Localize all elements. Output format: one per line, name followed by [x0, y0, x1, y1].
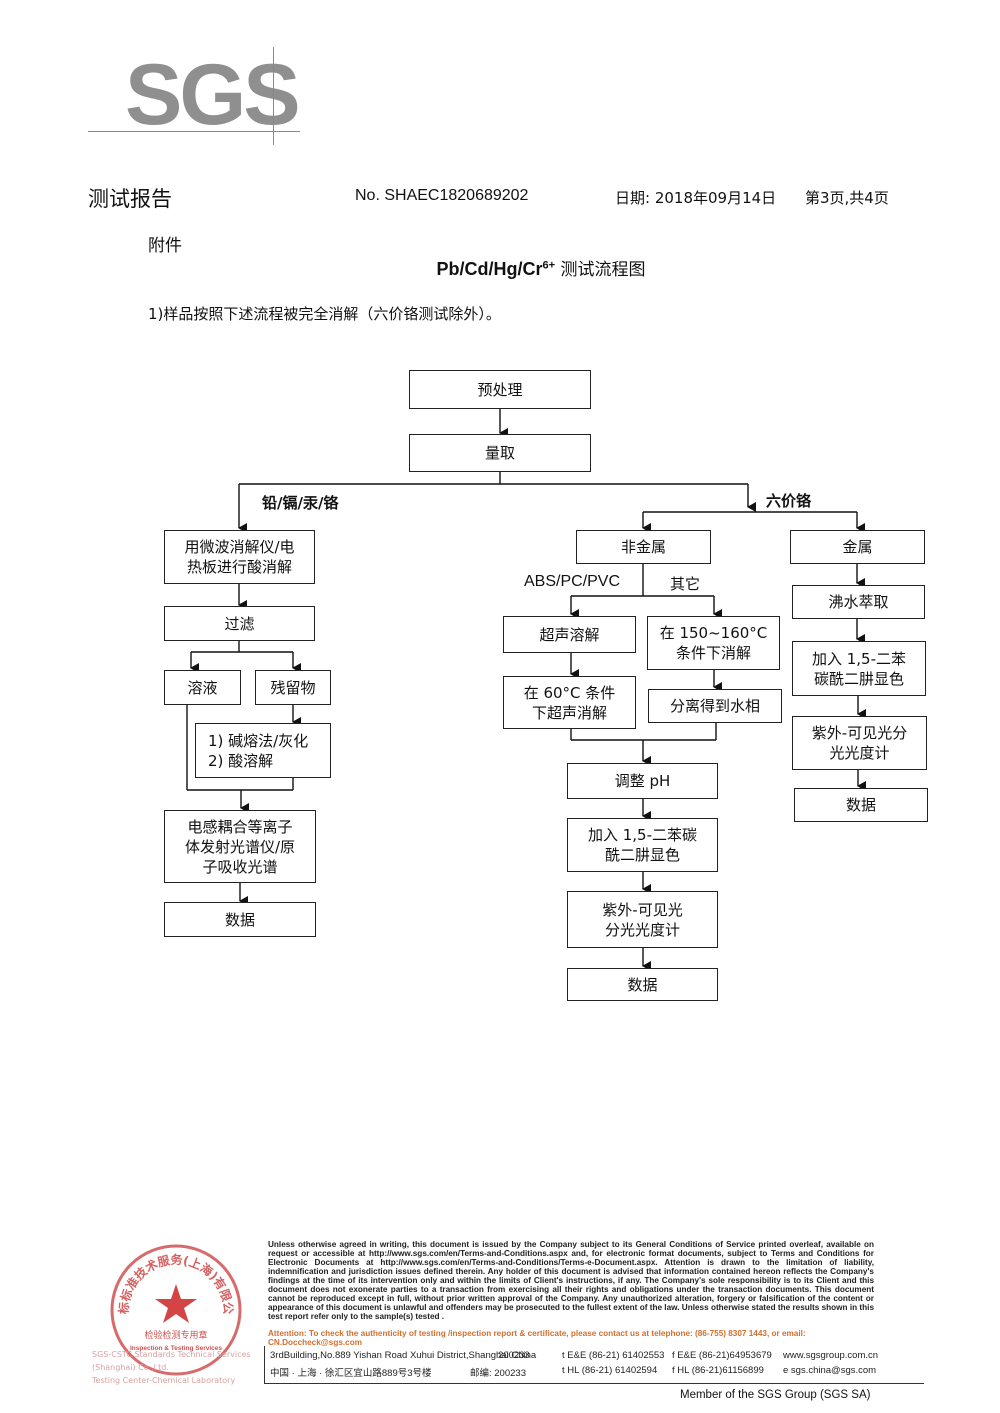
phone-hl: t HL (86-21) 61402594 — [562, 1365, 658, 1376]
title-chemicals: Pb/Cd/Hg/Cr — [436, 259, 543, 279]
page-indicator: 第3页,共4页 — [805, 189, 889, 207]
label-abs-pc-pvc: ABS/PC/PVC — [524, 573, 621, 590]
box-adjust-ph: 调整 pH — [567, 763, 718, 799]
box-icp-aas-label: 电感耦合等离子 体发射光谱仪/原 子吸收光谱 — [184, 817, 296, 876]
address-divider-horizontal — [264, 1383, 924, 1384]
seal-bottom-line-2: Testing Center-Chemical Laboratory — [92, 1376, 236, 1385]
box-uv-vis-mid: 紫外-可见光 分光光度计 — [567, 891, 718, 948]
report-number: No. SHAEC1820689202 — [355, 187, 529, 204]
terms-and-conditions: Unless otherwise agreed in writing, this… — [268, 1240, 874, 1321]
flowchart-connectors — [186, 408, 866, 971]
box-add-dpc-mid: 加入 1,5-二苯碳 酰二肼显色 — [567, 818, 718, 872]
company-seal: 通标标准技术服务(上海)有限公司 检验检测专用章 Inspection & Te… — [108, 1242, 242, 1376]
box-icp-aas: 电感耦合等离子 体发射光谱仪/原 子吸收光谱 — [164, 810, 316, 883]
box-filter: 过滤 — [164, 606, 315, 641]
box-water-phase: 分离得到水相 — [648, 689, 782, 723]
box-uv-vis-mid-label: 紫外-可见光 分光光度计 — [602, 900, 683, 939]
fax-hl: f HL (86-21)61156899 — [672, 1365, 764, 1376]
box-acid-digestion-label: 用微波消解仪/电 热板进行酸消解 — [184, 538, 295, 576]
box-metal-label: 金属 — [842, 538, 873, 556]
box-ultrasonic-dissolve-label: 超声溶解 — [539, 625, 600, 644]
box-data-right: 数据 — [794, 788, 928, 822]
box-solution: 溶液 — [164, 670, 241, 705]
seal-purpose: 检验检测专用章 — [144, 1329, 207, 1341]
address-cn: 中国 · 上海 · 徐汇区宜山路889号3号楼 — [270, 1368, 432, 1379]
box-add-dpc-right: 加入 1,5-二苯 碳酰二肼显色 — [792, 641, 926, 696]
website: www.sgsgroup.com.cn — [783, 1350, 879, 1361]
phone-ee: t E&E (86-21) 61402553 — [562, 1350, 665, 1361]
box-filter-label: 过滤 — [224, 614, 255, 633]
address-en: 3rdBuilding,No.889 Yishan Road Xuhui Dis… — [270, 1350, 537, 1361]
box-data-right-label: 数据 — [845, 796, 876, 814]
box-uv-vis-right-label: 紫外-可见光分 光光度计 — [811, 724, 908, 762]
label-other: 其它 — [670, 575, 701, 593]
title-superscript: 6+ — [542, 259, 556, 272]
box-data-left: 数据 — [164, 902, 316, 937]
box-measure-label: 量取 — [484, 444, 515, 462]
zip-cn: 邮编: 200233 — [470, 1368, 526, 1379]
annex-heading: 附件 — [148, 236, 182, 256]
seal-bottom-text: SGS-CSTC Standards Technical Services (S… — [92, 1348, 272, 1387]
box-residue-treatment-label: 1) 碱熔法/灰化 2) 酸溶解 — [208, 731, 309, 770]
box-measure: 量取 — [409, 434, 591, 472]
branch-label-cr6: 六价铬 — [766, 492, 812, 510]
box-digest-150-160-label: 在 150~160°C 条件下消解 — [659, 624, 768, 662]
box-solution-label: 溶液 — [187, 678, 218, 697]
branch-label-pb-cd-hg-cr: 铅/镉/汞/铬 — [262, 494, 339, 512]
box-add-dpc-right-label: 加入 1,5-二苯 碳酰二肼显色 — [811, 649, 907, 688]
box-data-mid-label: 数据 — [627, 975, 658, 994]
sgs-member-line: Member of the SGS Group (SGS SA) — [680, 1389, 871, 1401]
title-suffix: 测试流程图 — [555, 260, 646, 280]
box-digest-150-160: 在 150~160°C 条件下消解 — [647, 616, 780, 670]
box-preprocess: 预处理 — [409, 370, 591, 409]
box-acid-digestion: 用微波消解仪/电 热板进行酸消解 — [164, 530, 315, 584]
logo-rule-horizontal — [88, 131, 300, 132]
zip-en: 200233 — [498, 1350, 530, 1361]
box-nonmetal: 非金属 — [576, 530, 711, 564]
intro-text: 1)样品按照下述流程被完全消解（六价铬测试除外）。 — [148, 305, 501, 323]
box-nonmetal-label: 非金属 — [620, 538, 666, 556]
box-adjust-ph-label: 调整 pH — [614, 772, 671, 790]
box-metal: 金属 — [790, 530, 925, 564]
report-date: 日期: 2018年09月14日 — [615, 189, 777, 207]
box-residue-label: 残留物 — [270, 678, 316, 697]
box-boiling-water-extraction-label: 沸水萃取 — [828, 593, 889, 611]
seal-bottom-line-1: SGS-CSTC Standards Technical Services (S… — [92, 1350, 251, 1372]
box-residue: 残留物 — [255, 670, 331, 705]
box-ultrasonic-60c-label: 在 60°C 条件 下超声消解 — [523, 683, 616, 722]
report-title: 测试报告 — [88, 187, 172, 211]
flowchart-title: Pb/Cd/Hg/Cr6+ 测试流程图 — [0, 255, 1000, 280]
box-uv-vis-right: 紫外-可见光分 光光度计 — [792, 716, 927, 770]
seal-star-icon — [155, 1284, 197, 1323]
sgs-logo: SGS — [125, 47, 301, 143]
logo-rule-vertical — [273, 47, 274, 145]
email: e sgs.china@sgs.com — [783, 1365, 877, 1376]
box-ultrasonic-dissolve: 超声溶解 — [503, 616, 636, 653]
fax-ee: f E&E (86-21)64953679 — [672, 1350, 772, 1361]
authenticity-notice: Attention: To check the authenticity of … — [268, 1329, 806, 1347]
box-water-phase-label: 分离得到水相 — [669, 697, 760, 715]
box-ultrasonic-60c: 在 60°C 条件 下超声消解 — [503, 676, 636, 729]
box-boiling-water-extraction: 沸水萃取 — [792, 585, 925, 619]
box-residue-treatment: 1) 碱熔法/灰化 2) 酸溶解 — [195, 723, 331, 778]
box-preprocess-label: 预处理 — [477, 380, 523, 399]
box-data-left-label: 数据 — [224, 910, 255, 929]
box-data-mid: 数据 — [567, 968, 718, 1001]
seal-english: Inspection & Testing Services — [130, 1345, 222, 1352]
address-divider-vertical — [264, 1346, 265, 1383]
box-add-dpc-mid-label: 加入 1,5-二苯碳 酰二肼显色 — [587, 826, 698, 864]
